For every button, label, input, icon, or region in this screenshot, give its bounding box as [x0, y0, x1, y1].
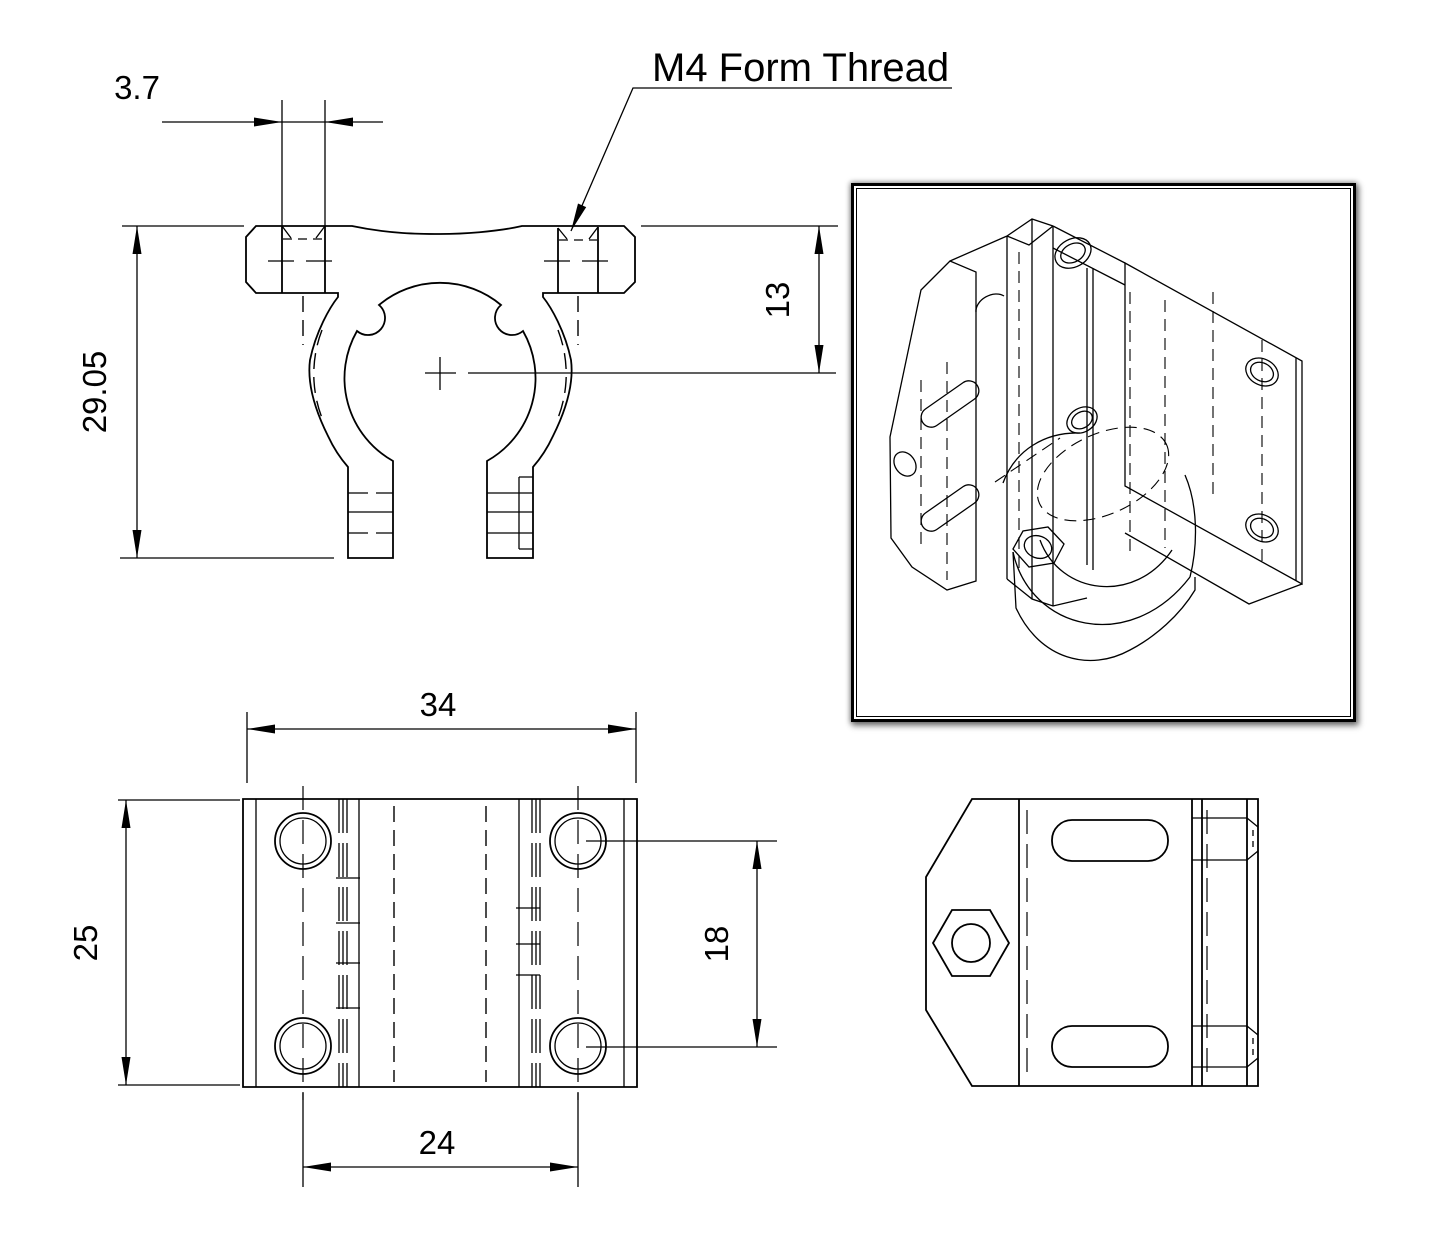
top-view-outline — [242, 798, 638, 1088]
leader-thread-note: M4 Form Thread — [570, 46, 952, 232]
dim-label-hole-spacing-width: 24 — [419, 1124, 456, 1161]
side-view-outline — [925, 798, 1259, 1087]
isometric-view-frame-inner-border — [856, 188, 1351, 717]
dimension-overall-width: 34 — [246, 686, 637, 783]
dim-label-overall-height: 29.05 — [76, 351, 113, 434]
dimension-bore-offset: 13 — [641, 225, 838, 373]
dimension-overall-depth: 25 — [67, 799, 240, 1086]
side-view-slots — [1051, 819, 1169, 1068]
front-hidden-lines — [302, 296, 579, 419]
dim-label-bore-offset: 13 — [759, 282, 796, 319]
side-view — [925, 798, 1259, 1087]
thread-note-label: M4 Form Thread — [652, 46, 949, 90]
iso-slots — [920, 380, 980, 532]
front-view — [245, 225, 836, 559]
iso-hex-nut — [1012, 526, 1065, 568]
dimension-flange-thickness: 3.7 — [114, 69, 383, 226]
iso-hidden-lines — [920, 252, 1263, 580]
top-view-thread-ticks — [336, 877, 540, 1009]
top-view-hole-centerlines — [302, 786, 579, 1100]
isometric-view-frame — [851, 183, 1356, 722]
iso-solid-edges — [889, 218, 1303, 662]
side-view-hex-nut — [931, 909, 1011, 977]
dim-label-hole-spacing-depth: 18 — [698, 926, 735, 963]
top-view-corner-holes — [274, 812, 607, 1075]
dimension-hole-spacing-width: 24 — [302, 1093, 579, 1187]
dim-label-flange-thickness: 3.7 — [114, 69, 160, 106]
front-thread-hole-left — [268, 225, 339, 293]
isometric-view — [889, 218, 1303, 662]
front-body-outline — [245, 225, 636, 559]
dimension-hole-spacing-depth: 18 — [586, 840, 777, 1048]
front-leg-thread-lines — [348, 476, 533, 550]
iso-thread-holes — [893, 237, 1279, 543]
dim-label-overall-width: 34 — [420, 686, 457, 723]
top-view — [242, 786, 638, 1100]
front-thread-hole-right — [544, 226, 612, 293]
dimension-overall-height: 29.05 — [76, 225, 334, 559]
front-bore-centerlines — [425, 357, 836, 390]
dim-label-overall-depth: 25 — [67, 925, 104, 962]
